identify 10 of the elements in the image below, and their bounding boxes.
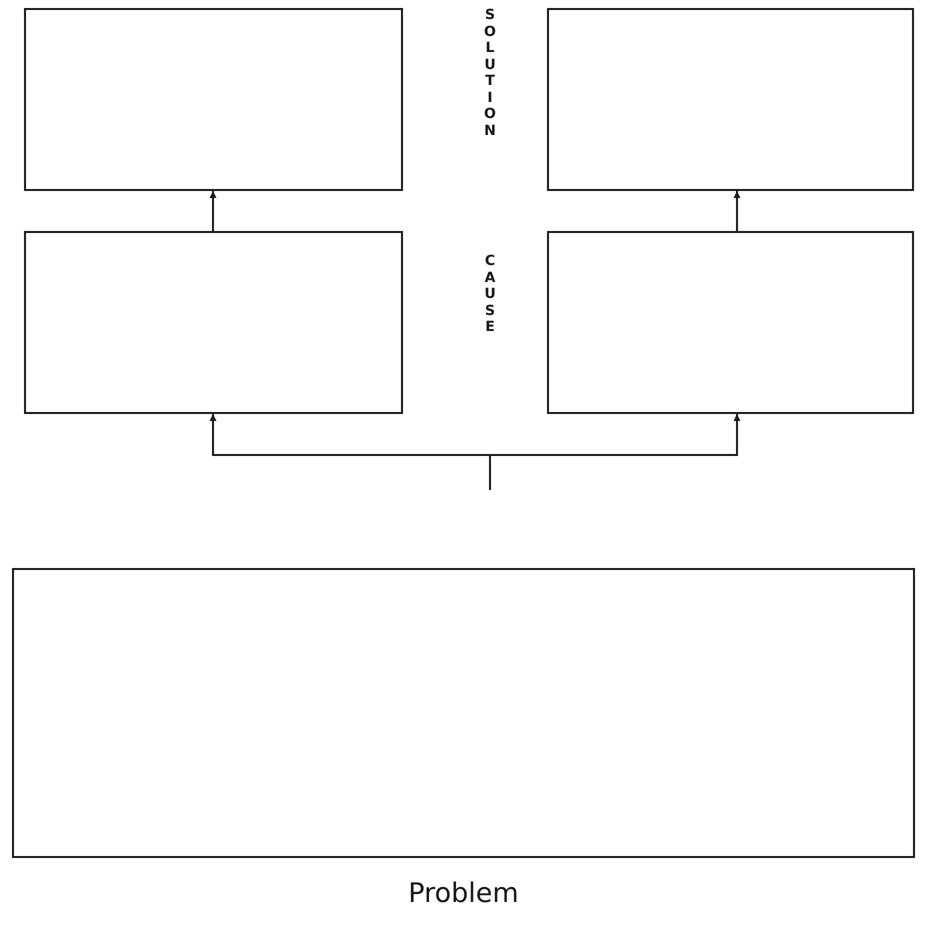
vertical-label: CAUSE <box>483 253 497 336</box>
arrow <box>210 191 216 231</box>
problem-heading: Problem <box>407 878 520 909</box>
empty-box <box>547 231 914 414</box>
empty-box <box>547 8 914 191</box>
arrow <box>489 414 740 490</box>
arrow <box>734 191 740 231</box>
vertical-label: SOLUTION <box>483 7 497 140</box>
empty-box <box>24 8 403 191</box>
empty-box <box>24 231 403 414</box>
